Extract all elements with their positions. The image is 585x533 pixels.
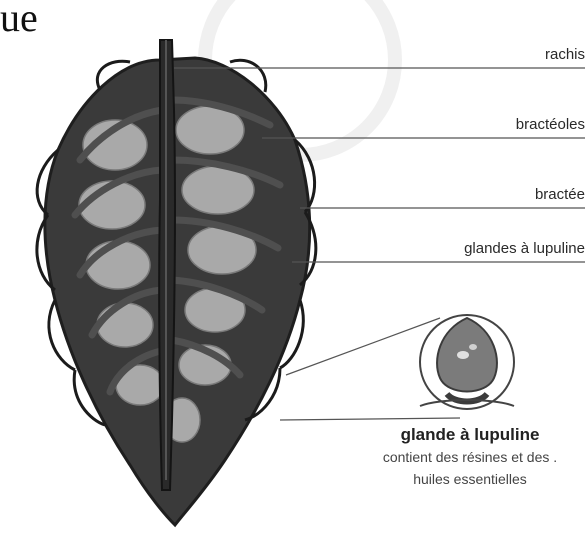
label-bractee: bractée [535, 186, 585, 203]
label-rachis: rachis [545, 46, 585, 63]
gland-desc-line1: contient des résines et des . [365, 447, 575, 467]
rachis-stem [159, 40, 175, 490]
gland-inset [420, 315, 514, 409]
gland-caption: glande à lupuline contient des résines e… [365, 425, 575, 489]
gland-title: glande à lupuline [365, 425, 575, 445]
label-bracteoles: bractéoles [516, 116, 585, 133]
label-glandes-lupuline: glandes à lupuline [464, 240, 585, 257]
gland-desc-line2: huiles essentielles [365, 469, 575, 489]
